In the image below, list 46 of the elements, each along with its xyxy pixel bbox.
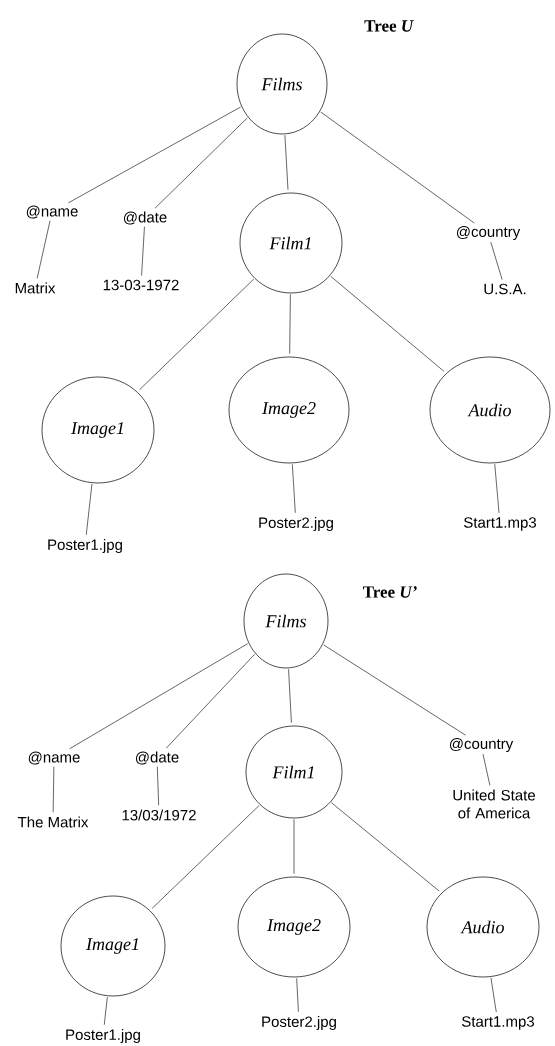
tree-edge [320, 111, 475, 224]
tree-edge [68, 106, 241, 204]
tree-edge [482, 753, 491, 786]
tree-edge [323, 644, 466, 736]
tree-title: Tree U [364, 20, 414, 32]
node-label: @date [123, 211, 167, 225]
tree-edge [166, 654, 255, 749]
node-label: United State of America [453, 789, 535, 819]
tree-edge [490, 241, 503, 280]
node-label: @date [135, 751, 179, 765]
tree-edge [331, 802, 440, 892]
node-label: 13/03/1972 [122, 809, 196, 821]
node-label: Start1.mp3 [464, 517, 537, 531]
tree-edge [288, 668, 292, 723]
tree-edge [157, 766, 159, 806]
tree-edge [69, 643, 248, 750]
node-label: Poster1.jpg [48, 539, 122, 553]
node-label: @name [26, 205, 78, 219]
tree-edge [85, 483, 93, 536]
tree-edge [296, 978, 299, 1013]
node-label: Poster2.jpg [259, 517, 333, 531]
tree-edge [292, 463, 296, 514]
node-label: @country [449, 738, 514, 752]
tree-edge [141, 226, 145, 276]
tree-edge [52, 766, 55, 813]
node-label: U.S.A. [484, 283, 526, 295]
node-label: @name [28, 751, 80, 765]
node-label: Poster2.jpg [262, 1016, 336, 1030]
node-label: @country [456, 226, 521, 240]
node-label: Poster1.jpg [66, 1029, 140, 1043]
tree-edge [293, 819, 295, 874]
tree-edge [494, 463, 500, 514]
node-label: Start1.mp3 [462, 1016, 535, 1030]
tree-edge [139, 278, 255, 391]
tree-edge [154, 117, 248, 209]
tree-edge [151, 805, 260, 909]
tree-edge [103, 996, 108, 1026]
tree-edge [289, 294, 291, 354]
tree-edge [36, 220, 51, 279]
tree-title: Tree U’ [362, 586, 417, 598]
tree-edge [330, 276, 445, 372]
tree-edge [490, 977, 497, 1013]
tree-edge [284, 134, 289, 190]
node-label: The Matrix [17, 816, 89, 828]
node-label: 13-03-1972 [103, 279, 179, 291]
node-label: Matrix [15, 282, 56, 294]
